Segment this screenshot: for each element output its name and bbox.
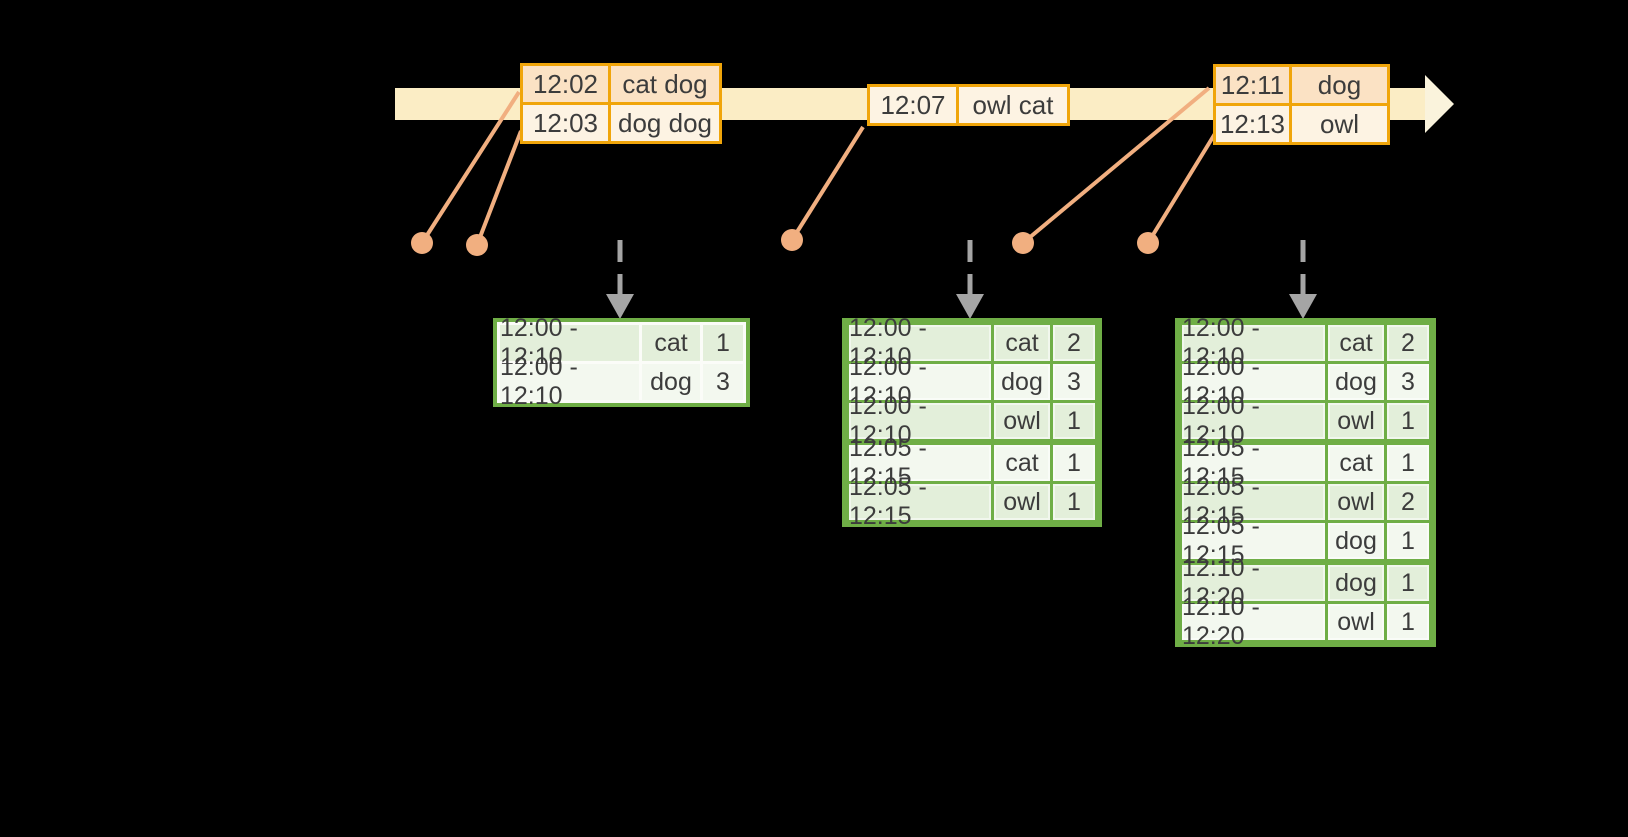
word-cell: cat (1328, 445, 1384, 481)
count-cell: 1 (1053, 484, 1095, 520)
word-cell: cat (994, 445, 1050, 481)
event-dot (1012, 232, 1034, 254)
connector-line (475, 130, 523, 246)
event-words: cat dog (611, 66, 719, 102)
table-row: 12:00 - 12:10 owl 1 (1182, 392, 1429, 449)
window-cell: 12:05 - 12:15 (1182, 473, 1325, 530)
word-cell: dog (1328, 565, 1384, 601)
table-row: 12:00 - 12:10 cat 2 (1182, 314, 1429, 371)
count-cell: 2 (1387, 325, 1429, 361)
window-cell: 12:00 - 12:10 (849, 392, 991, 449)
window-cell: 12:00 - 12:10 (1182, 314, 1325, 371)
window-cell: 12:05 - 12:15 (849, 473, 991, 530)
window-cell: 12:00 - 12:10 (1182, 392, 1325, 449)
event-box-2: 12:07 owl cat (867, 84, 1070, 126)
event-row: 12:13 owl (1216, 106, 1387, 142)
count-cell: 3 (1053, 364, 1095, 400)
event-words: owl cat (959, 87, 1067, 123)
table-row: 12:10 - 12:20 owl 1 (1182, 593, 1429, 650)
window-cell: 12:00 - 12:10 (500, 353, 639, 410)
event-dot (781, 229, 803, 251)
trigger-arrowheads (606, 294, 1317, 319)
event-row: 12:03 dog dog (523, 105, 719, 141)
result-table-2: 12:00 - 12:10 cat 2 12:00 - 12:10 dog 3 … (842, 314, 1102, 530)
event-words: owl (1292, 106, 1387, 142)
word-cell: cat (994, 325, 1050, 361)
connector-line (420, 90, 521, 245)
event-time: 12:13 (1216, 106, 1289, 142)
count-cell: 1 (1387, 604, 1429, 640)
event-dot (411, 232, 433, 254)
event-box-1: 12:02 cat dog 12:03 dog dog (520, 63, 722, 144)
window-cell: 12:10 - 12:20 (1182, 593, 1325, 650)
event-time: 12:02 (523, 66, 608, 102)
count-cell: 1 (1387, 523, 1429, 559)
count-cell: 1 (1053, 445, 1095, 481)
result-table-3: 12:00 - 12:10 cat 2 12:00 - 12:10 dog 3 … (1175, 314, 1436, 650)
event-dot (466, 234, 488, 256)
word-cell: owl (994, 403, 1050, 439)
word-cell: owl (1328, 484, 1384, 520)
event-row: 12:02 cat dog (523, 66, 719, 102)
event-dot (1137, 232, 1159, 254)
count-cell: 2 (1053, 325, 1095, 361)
word-cell: owl (994, 484, 1050, 520)
word-cell: dog (1328, 364, 1384, 400)
count-cell: 3 (1387, 364, 1429, 400)
count-cell: 1 (1387, 445, 1429, 481)
window-cell: 12:00 - 12:10 (849, 353, 991, 410)
event-time: 12:03 (523, 105, 608, 141)
connector-lines (420, 86, 1218, 246)
word-cell: cat (1328, 325, 1384, 361)
trigger-arrowhead-icon (956, 294, 984, 319)
window-cell: 12:00 - 12:10 (849, 314, 991, 371)
window-cell: 12:10 - 12:20 (1182, 554, 1325, 611)
word-cell: dog (1328, 523, 1384, 559)
count-cell: 3 (703, 364, 743, 400)
count-cell: 1 (1387, 565, 1429, 601)
event-words: dog (1292, 67, 1387, 103)
table-row: 12:10 - 12:20 dog 1 (1182, 554, 1429, 611)
word-cell: owl (1328, 604, 1384, 640)
event-row: 12:07 owl cat (870, 87, 1067, 123)
event-time: 12:11 (1216, 67, 1289, 103)
table-row: 12:05 - 12:15 owl 1 (849, 473, 1095, 530)
trigger-arrowhead-icon (1289, 294, 1317, 319)
trigger-arrows (617, 240, 1306, 296)
table-row: 12:05 - 12:15 cat 1 (849, 434, 1095, 491)
connector-line (1021, 86, 1211, 245)
table-row: 12:00 - 12:10 owl 1 (849, 392, 1095, 449)
timeline-arrowhead-icon (1425, 75, 1454, 133)
word-cell: dog (642, 364, 700, 400)
count-cell: 1 (1387, 403, 1429, 439)
count-cell: 2 (1387, 484, 1429, 520)
result-table-1: 12:00 - 12:10 cat 1 12:00 - 12:10 dog 3 (493, 314, 750, 410)
connector-line (1146, 130, 1218, 245)
word-cell: dog (994, 364, 1050, 400)
count-cell: 1 (703, 325, 743, 361)
table-row: 12:00 - 12:10 dog 3 (500, 353, 743, 410)
trigger-arrowhead-icon (606, 294, 634, 319)
table-row: 12:00 - 12:10 dog 3 (849, 353, 1095, 410)
event-dots (411, 229, 1159, 256)
connector-line (790, 125, 865, 242)
event-time: 12:07 (870, 87, 956, 123)
table-row: 12:00 - 12:10 cat 2 (849, 314, 1095, 371)
count-cell: 1 (1053, 403, 1095, 439)
event-words: dog dog (611, 105, 719, 141)
word-cell: cat (642, 325, 700, 361)
word-cell: owl (1328, 403, 1384, 439)
event-row: 12:11 dog (1216, 67, 1387, 103)
table-row: 12:05 - 12:15 owl 2 (1182, 473, 1429, 530)
event-box-3: 12:11 dog 12:13 owl (1213, 64, 1390, 145)
